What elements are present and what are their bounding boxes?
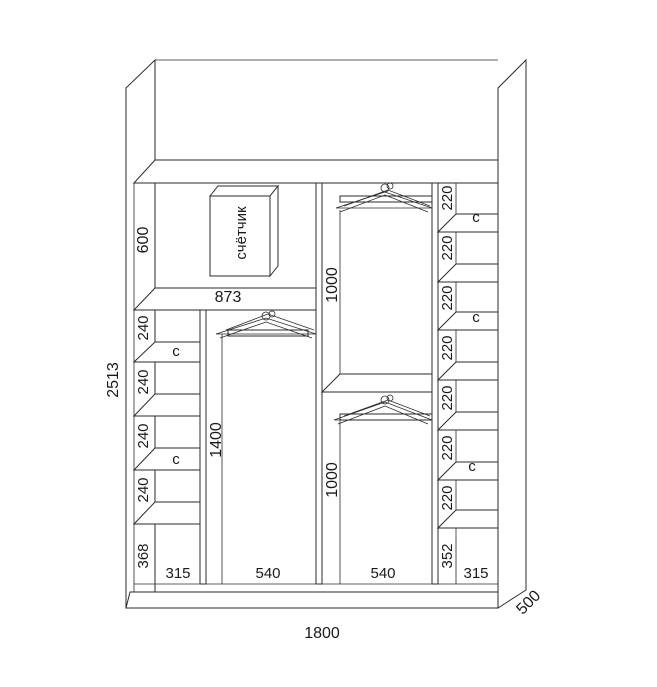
total-height-label: 2513 <box>105 362 122 398</box>
right-shelf-7-label: 220 <box>439 485 456 510</box>
hanging-center-top-label: 1000 <box>324 267 341 303</box>
shelf-mark-label: с <box>472 309 480 326</box>
top-shelf <box>132 159 499 184</box>
bottom-plinth <box>125 591 499 609</box>
right-shelf <box>436 213 499 233</box>
hanging-center-bottom-label: 1000 <box>324 462 341 498</box>
left-shelf-2-label: 240 <box>135 369 152 394</box>
top-compartment-height-label: 600 <box>135 227 152 254</box>
center-mid-shelf <box>320 373 433 393</box>
hanging-left-long-label: 1400 <box>208 422 225 458</box>
left-shelf <box>132 447 201 471</box>
hanger-rod-center-top <box>335 182 433 213</box>
top-compartment-width-label: 873 <box>215 289 242 306</box>
width-hanging-left-label: 540 <box>255 565 280 582</box>
right-shelf-6-label: 220 <box>439 435 456 460</box>
shelf-mark-label: с <box>172 451 180 468</box>
total-width-label: 1800 <box>304 625 340 642</box>
left-shelf <box>132 501 201 525</box>
left-shelf-1-label: 240 <box>135 315 152 340</box>
left-shelf <box>132 393 201 417</box>
partition-left <box>199 309 207 585</box>
shelf-mark-label: с <box>172 343 180 360</box>
right-shelf <box>436 311 499 331</box>
right-side-panel <box>497 58 527 609</box>
right-shelf <box>436 509 499 529</box>
right-column-shelves <box>436 213 499 529</box>
width-left-column-label: 315 <box>165 565 190 582</box>
right-shelf <box>436 361 499 381</box>
right-shelf-3-label: 220 <box>439 285 456 310</box>
right-shelf <box>436 411 499 431</box>
meter-box <box>208 184 280 278</box>
right-shelf <box>436 263 499 283</box>
hanger-rod-left <box>215 310 317 339</box>
right-shelf-1-label: 220 <box>439 185 456 210</box>
left-shelf-3-label: 240 <box>135 423 152 448</box>
right-shelf <box>436 461 499 481</box>
right-bottom-label: 352 <box>439 543 456 568</box>
meter-box-label: счётчик <box>233 206 250 260</box>
partition-center <box>315 182 323 585</box>
width-hanging-center-label: 540 <box>370 565 395 582</box>
left-bottom-label: 368 <box>135 543 152 568</box>
right-shelf-4-label: 220 <box>439 335 456 360</box>
width-right-column-label: 315 <box>463 565 488 582</box>
shelf-mark-label: с <box>472 209 480 226</box>
right-shelf-2-label: 220 <box>439 235 456 260</box>
partition-right <box>431 182 439 585</box>
left-column-shelves <box>132 341 201 525</box>
shelf-mark-label: с <box>468 458 476 475</box>
left-shelf <box>132 341 201 363</box>
left-shelf-4-label: 240 <box>135 477 152 502</box>
right-shelf-5-label: 220 <box>439 385 456 410</box>
hanger-rod-center-bottom <box>333 394 433 425</box>
